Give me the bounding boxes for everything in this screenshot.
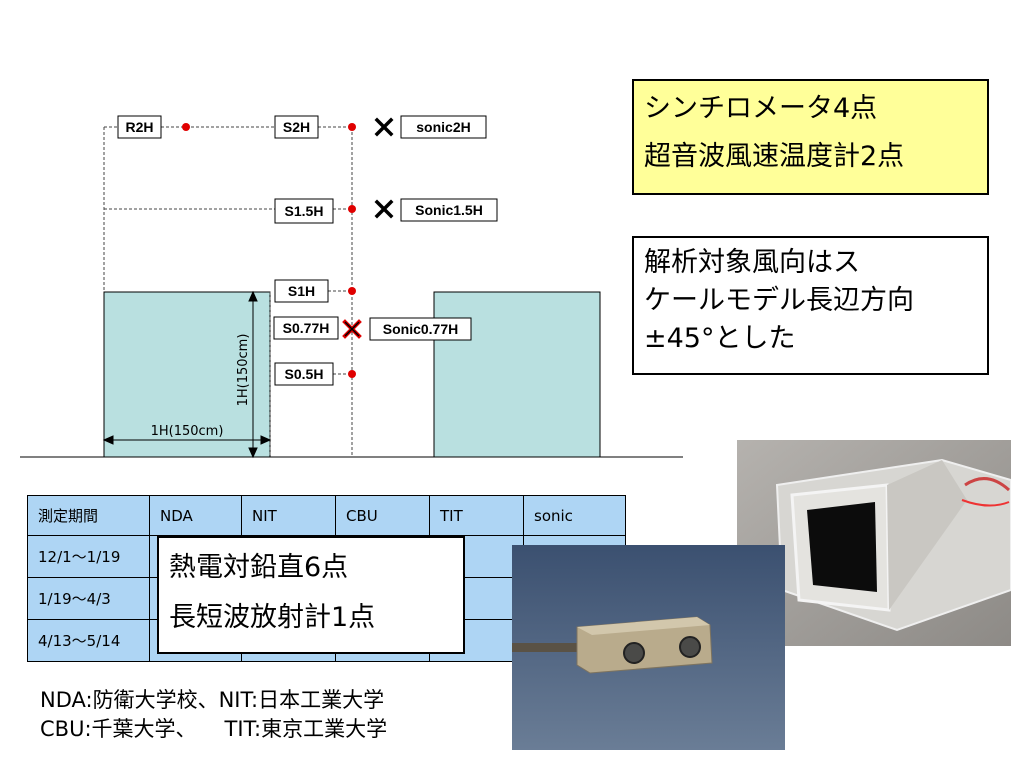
table-header-cell: NDA [149,495,242,536]
red-dot-icon [348,287,356,295]
table-cell: 1/19〜4/3 [27,577,150,620]
thermocouple-sensor-photo [512,545,785,750]
height-label-s0-5h: S0.5H [285,366,324,382]
notes-cbu: CBU:千葉大学、 [40,717,197,741]
height-label-s1-5h: S1.5H [285,203,324,219]
notes-line: NDA:防衛大学校、NIT:日本工業大学 [40,688,385,712]
thermocouple-callout: 熱電対鉛直6点 長短波放射計1点 [157,536,465,654]
institution-notes: NDA:防衛大学校、NIT:日本工業大学 CBU:千葉大学、 TIT:東京工業大学 [40,686,387,744]
sonic-label-2h: sonic2H [416,119,470,135]
red-dot-icon [182,123,190,131]
table-header-cell: 測定期間 [27,495,150,536]
scintillometer-points [182,123,356,378]
height-label-s1h: S1H [288,283,315,299]
label-boxes [117,115,498,386]
dimension-arrows [102,290,272,459]
sensor-count-callout: シンチロメータ4点 超音波風速温度計2点 [632,79,989,195]
height-label-s2h: S2H [283,119,310,135]
sensor-illustration [512,545,785,750]
callout-line: 解析対象風向はス [644,247,860,278]
callout-line: ±45°とした [644,323,796,354]
cross-icon-outline [344,321,360,337]
notes-line: CBU:千葉大学、 TIT:東京工業大学 [40,715,387,744]
table-header-row: 測定期間 NDA NIT CBU TIT sonic [27,495,626,536]
dimension-label-height: 1H(150cm) [236,334,251,407]
analysis-direction-callout: 解析対象風向はス ケールモデル長辺方向 ±45°とした [632,236,989,375]
callout-line: シンチロメータ4点 [644,93,878,124]
height-label-s0-77h: S0.77H [283,320,330,336]
table-cell: 12/1〜1/19 [27,535,150,578]
callout-line: 超音波風速温度計2点 [644,141,905,172]
red-dot-icon [348,205,356,213]
notes-tit: TIT:東京工業大学 [224,717,388,741]
callout-line: ケールモデル長辺方向 [644,285,914,316]
sonic-label-0-77h: Sonic0.77H [383,321,458,337]
radiation-shield-illustration [737,440,1011,646]
sonic-label-1-5h: Sonic1.5H [415,202,483,218]
table-header-cell: CBU [335,495,430,536]
callout-line: 長短波放射計1点 [169,602,376,633]
table-header-cell: sonic [523,495,626,536]
sonic-markers [374,117,394,219]
cross-icon [374,117,394,137]
red-dot-icon [348,123,356,131]
dimension-label-width: 1H(150cm) [151,424,224,439]
building-right [433,291,601,458]
table-cell: 4/13〜5/14 [27,619,150,662]
table-header-cell: TIT [429,495,524,536]
callout-line: 熱電対鉛直6点 [169,552,349,583]
building-left [103,291,271,458]
red-dot-icon [348,370,356,378]
cross-icon [374,199,394,219]
height-label-r2h: R2H [125,119,153,135]
table-header-cell: NIT [241,495,336,536]
